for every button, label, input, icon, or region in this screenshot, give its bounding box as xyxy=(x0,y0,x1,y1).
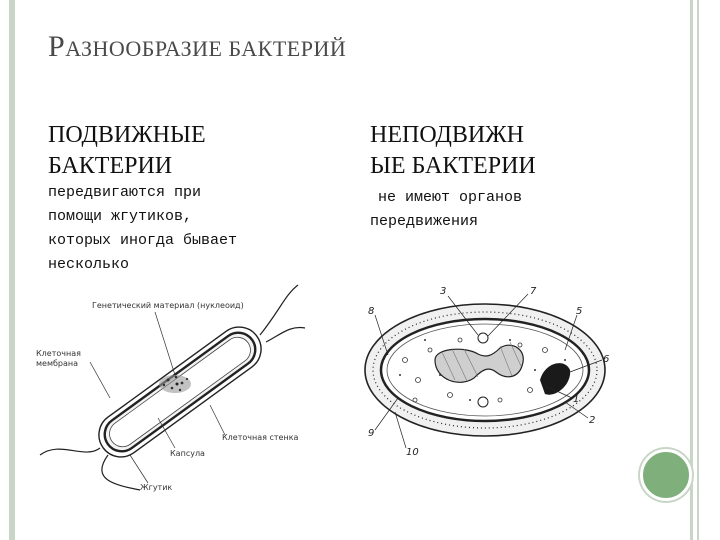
label-flagellum: Жгутик xyxy=(140,483,172,492)
nonmotile-heading-line2: ЫЕ БАКТЕРИИ xyxy=(370,151,536,182)
mesosome-top xyxy=(478,333,488,343)
flagellum-top-1 xyxy=(260,285,298,335)
fig-number-1: 1 xyxy=(573,394,579,405)
label-nucleoid: Генетический материал (нуклеоид) xyxy=(92,301,244,310)
fig-number-7: 7 xyxy=(530,286,537,297)
motile-text-line3: которых иногда бывает xyxy=(48,229,237,253)
title-rest: АЗНООБРАЗИЕ БАКТЕРИЙ xyxy=(65,36,346,61)
motile-heading-line2: БАКТЕРИИ xyxy=(48,151,206,182)
motile-bacterium-diagram: Генетический материал (нуклеоид) Клеточн… xyxy=(30,280,330,495)
fig-number-6: 6 xyxy=(603,354,609,365)
fig-number-9: 9 xyxy=(368,428,374,439)
nonmotile-text-line2: передвижения xyxy=(370,210,522,234)
nucleoid xyxy=(159,375,191,393)
nonmotile-description: не имеют органов передвижения xyxy=(370,186,522,234)
motile-text-line4: несколько xyxy=(48,253,237,277)
slide-title: РАЗНООБРАЗИЕ БАКТЕРИЙ xyxy=(48,30,346,64)
nonmotile-bacterium-diagram: 3 7 8 5 6 1 2 9 10 xyxy=(360,280,620,460)
label-membrane-line1: Клеточная xyxy=(36,349,81,358)
flagellum-bottom-1 xyxy=(40,448,100,455)
flagellum-bottom-2 xyxy=(102,455,140,490)
flagellum-top-2 xyxy=(266,327,305,342)
slide-corner-badge xyxy=(640,449,692,501)
nonmotile-heading: НЕПОДВИЖН ЫЕ БАКТЕРИИ xyxy=(370,120,536,182)
slide-frame-right xyxy=(690,0,693,540)
nonmotile-text-line1: не имеют органов xyxy=(370,186,522,210)
fig-number-3: 3 xyxy=(440,286,446,297)
fig-number-8: 8 xyxy=(368,306,374,317)
label-membrane-line2: мембрана xyxy=(36,359,78,368)
motile-heading-line1: ПОДВИЖНЫЕ xyxy=(48,120,206,151)
label-capsule: Капсула xyxy=(170,449,205,458)
fig-number-10: 10 xyxy=(406,447,419,458)
motile-text-line1: передвигаются при xyxy=(48,181,237,205)
motile-description: передвигаются при помощи жгутиков, котор… xyxy=(48,181,237,277)
fig-number-2: 2 xyxy=(589,415,595,426)
mesosome-bottom xyxy=(478,397,488,407)
label-cell-wall: Клеточная стенка xyxy=(222,433,299,442)
slide-frame-right-inner xyxy=(697,0,699,540)
motile-heading: ПОДВИЖНЫЕ БАКТЕРИИ xyxy=(48,120,206,182)
fig-number-5: 5 xyxy=(576,306,582,317)
motile-text-line2: помощи жгутиков, xyxy=(48,205,237,229)
nonmotile-heading-line1: НЕПОДВИЖН xyxy=(370,120,536,151)
title-first-letter: Р xyxy=(48,30,65,63)
slide-frame-left xyxy=(9,0,15,540)
